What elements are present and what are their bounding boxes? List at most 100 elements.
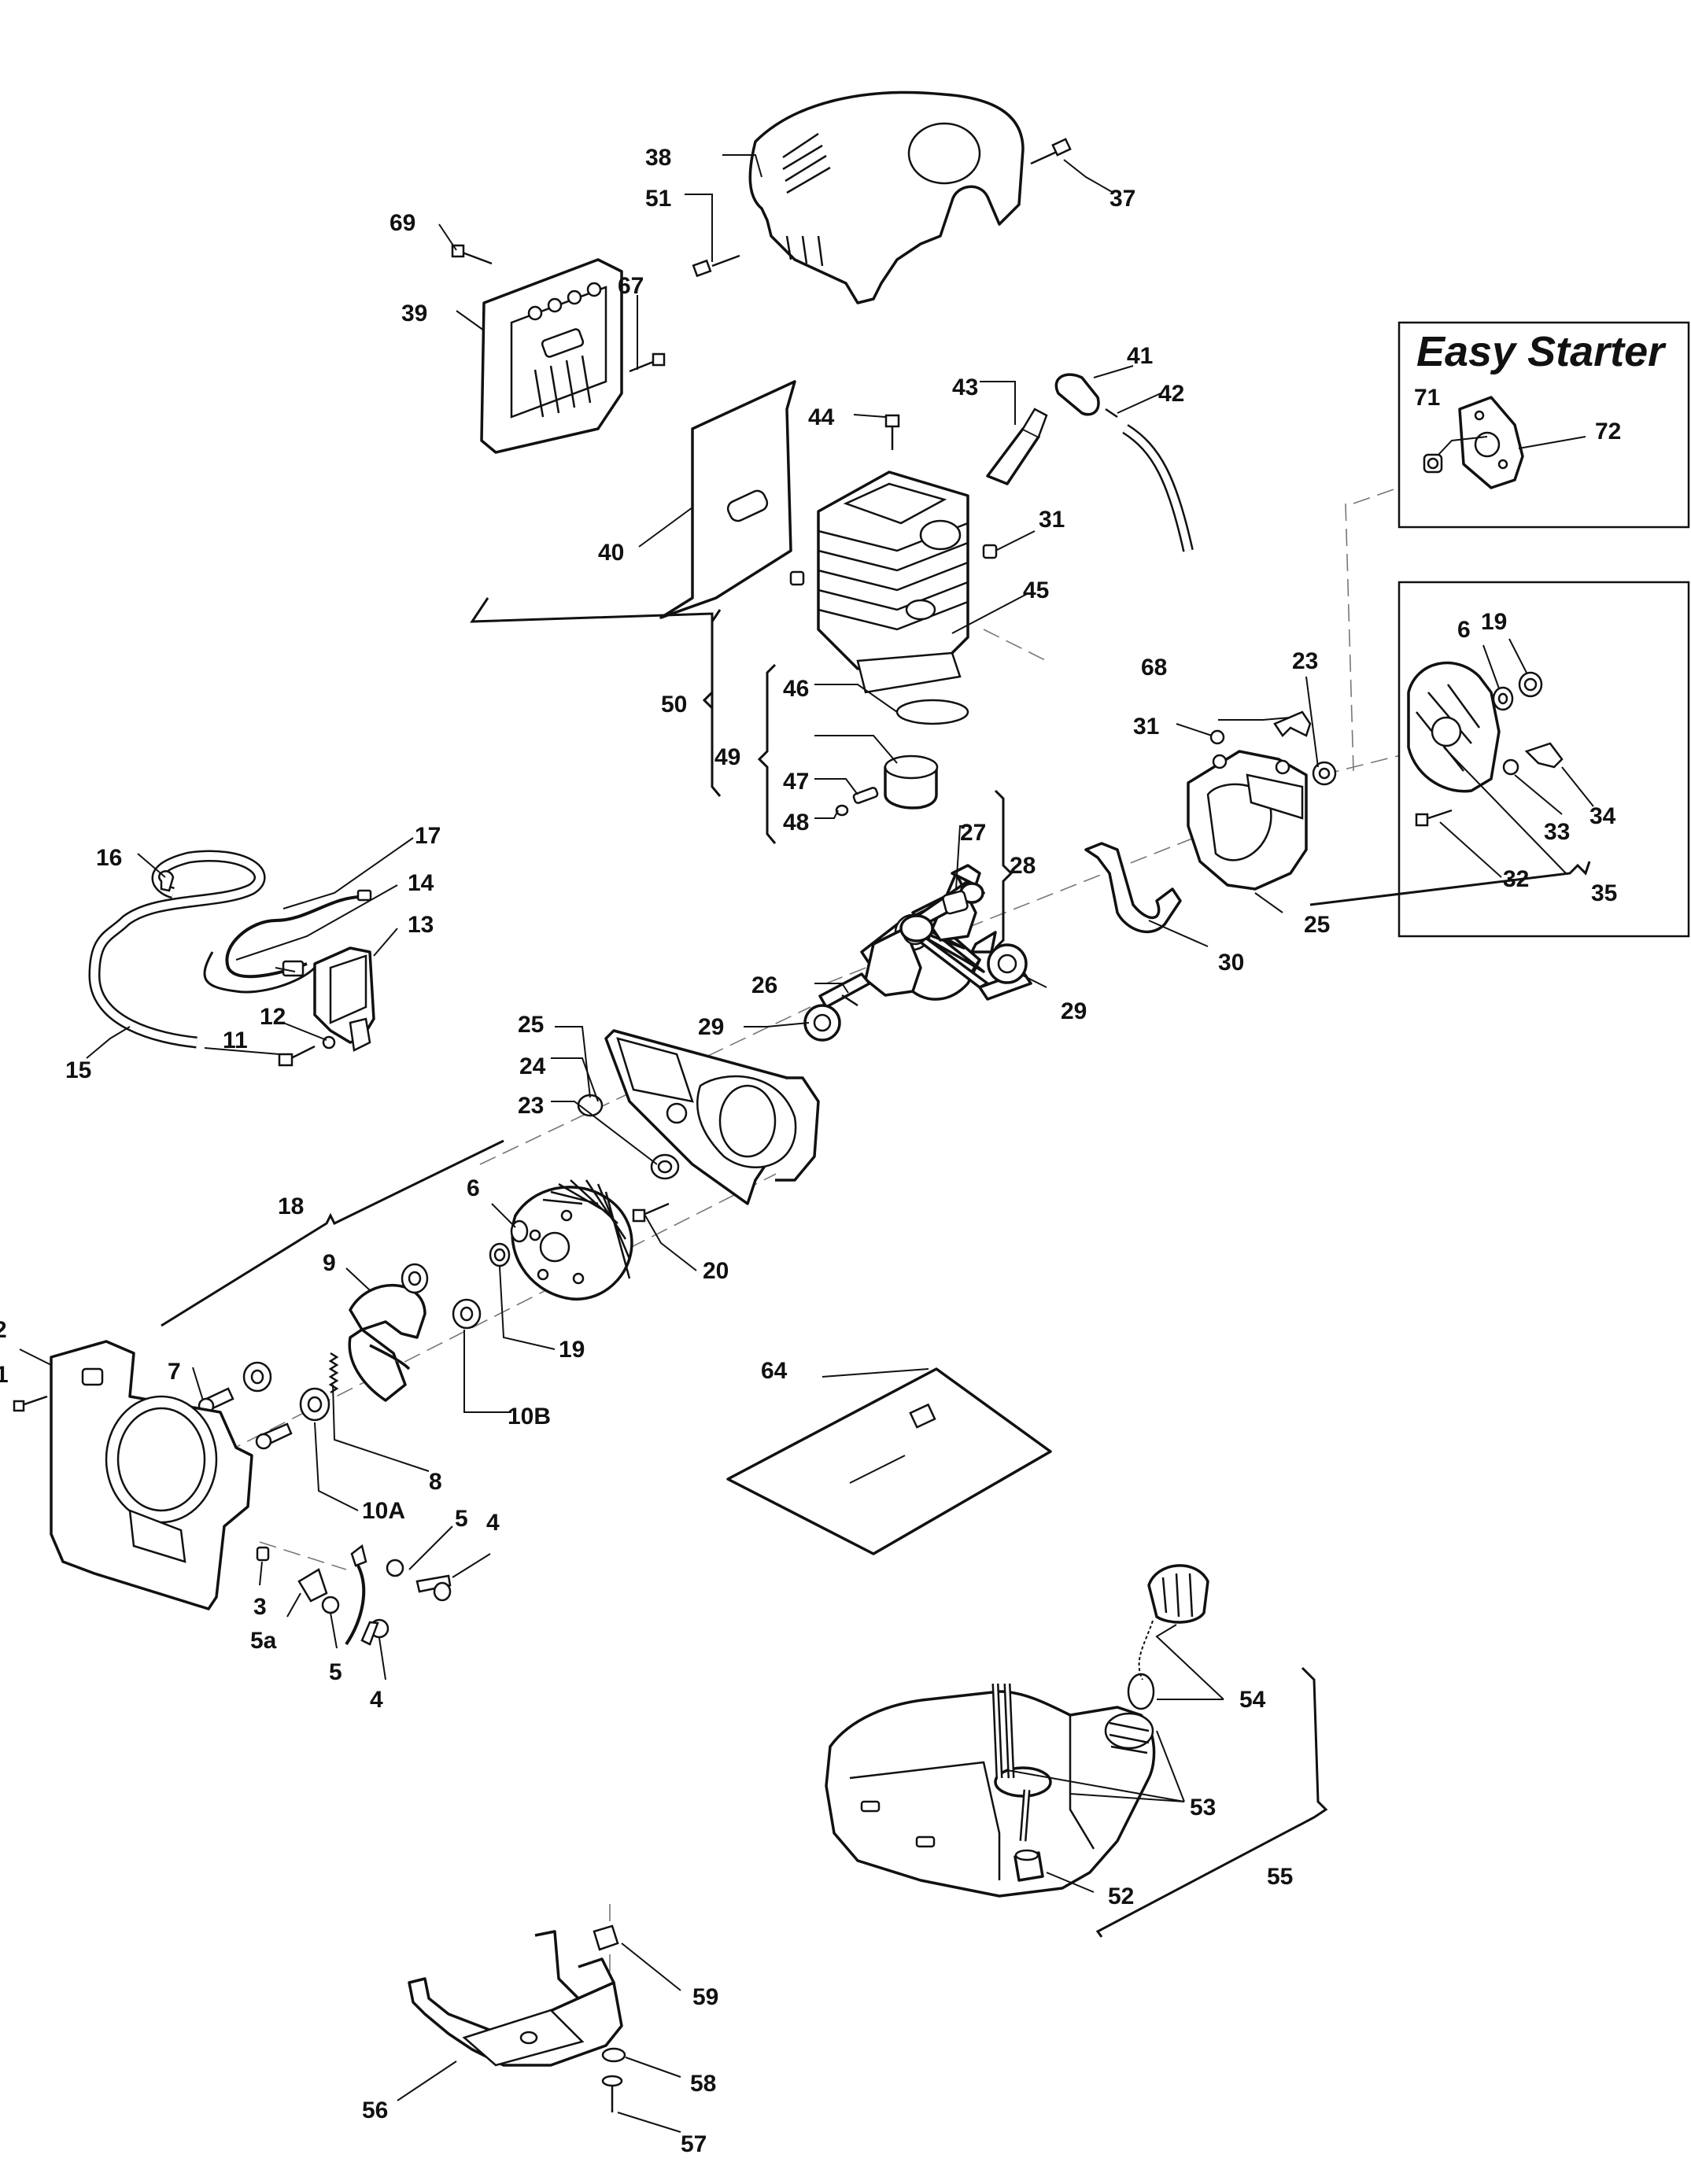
nut-part-3	[256, 1546, 270, 1562]
washer-part-10b	[452, 1298, 482, 1330]
washer-part-6-left	[510, 1219, 529, 1243]
crankcase-part-25-left	[604, 1029, 820, 1205]
label-28: 28	[1010, 853, 1036, 879]
washer-part-58	[601, 2047, 626, 2063]
label-11: 11	[223, 1027, 248, 1053]
bolt-part-4-lower	[360, 1618, 390, 1646]
nut-part-19-right	[1518, 671, 1543, 698]
label-5a: 5	[455, 1506, 468, 1532]
label-25a: 25	[518, 1012, 544, 1038]
screw-part-44	[884, 414, 900, 450]
label-4a: 4	[486, 1510, 500, 1536]
label-2: 2	[0, 1317, 7, 1343]
label-12: 12	[260, 1004, 286, 1030]
bracket-part-30	[1084, 842, 1182, 934]
label-29b: 29	[1061, 998, 1087, 1024]
label-54: 54	[1239, 1687, 1266, 1713]
washer-part-33	[1502, 758, 1519, 776]
label-47: 47	[783, 769, 809, 795]
screw-part-51	[692, 254, 740, 278]
needle-bearing-part-27	[942, 890, 969, 915]
flywheel-part-18	[511, 1179, 633, 1300]
label-40: 40	[598, 540, 624, 566]
label-53: 53	[1190, 1795, 1216, 1821]
screw-part-1	[13, 1395, 48, 1412]
label-9: 9	[323, 1250, 336, 1276]
label-67: 67	[618, 273, 644, 299]
bracket-part-5a	[297, 1568, 328, 1603]
label-24: 24	[519, 1053, 546, 1079]
label-32: 32	[1503, 866, 1529, 892]
bearing-part-29-right	[987, 943, 1028, 984]
label-20: 20	[703, 1258, 729, 1284]
pulley-part-35	[1407, 661, 1501, 793]
spark-plug-part-43	[986, 408, 1048, 485]
label-38: 38	[645, 145, 671, 171]
label-8: 8	[429, 1469, 442, 1495]
washer-part-5-upper	[386, 1559, 404, 1577]
label-13: 13	[408, 912, 434, 938]
muffler-part-39	[480, 258, 623, 454]
label-19a: 19	[559, 1337, 585, 1363]
assembly-axes	[157, 475, 1433, 2014]
label-31b: 31	[1133, 714, 1159, 740]
easy-starter-inset-bottom	[1397, 581, 1690, 938]
label-69: 69	[390, 210, 415, 236]
braces	[161, 597, 1591, 1938]
starter-housing-part-25-right	[1187, 750, 1308, 891]
wire-part-14-17	[203, 889, 372, 994]
label-14: 14	[408, 870, 434, 896]
label-1: 1	[0, 1362, 9, 1388]
label-7: 7	[168, 1359, 181, 1385]
label-18: 18	[278, 1193, 304, 1219]
label-27: 27	[960, 820, 986, 846]
label-55: 55	[1267, 1864, 1293, 1890]
label-71: 71	[1414, 385, 1440, 411]
label-44: 44	[808, 404, 835, 430]
screw-part-11	[278, 1045, 316, 1067]
bolt-part-10a-lower	[255, 1422, 293, 1450]
label-59: 59	[692, 1984, 718, 2010]
label-72: 72	[1595, 419, 1621, 445]
bearing-part-29-left	[803, 1004, 841, 1042]
label-35: 35	[1591, 880, 1617, 906]
label-6b: 6	[1457, 617, 1471, 643]
washer-part-10a	[299, 1387, 330, 1422]
label-46: 46	[783, 676, 809, 702]
washer-part-23-right	[1312, 761, 1337, 786]
inset-title: Easy Starter	[1416, 328, 1667, 375]
ring-part-24	[650, 1153, 680, 1180]
label-52: 52	[1108, 1883, 1134, 1909]
label-17: 17	[415, 823, 441, 849]
ground-wire	[345, 1544, 367, 1646]
label-4b: 4	[370, 1687, 383, 1713]
leader-lines	[19, 154, 1594, 2133]
screw-part-20	[632, 1202, 670, 1223]
engine-cover-part-38	[748, 90, 1025, 304]
nut-part-19-left	[489, 1242, 511, 1267]
label-23b: 23	[1292, 648, 1318, 674]
label-34: 34	[1589, 803, 1616, 829]
label-64: 64	[761, 1358, 788, 1384]
screw-part-69	[451, 244, 493, 265]
label-56: 56	[362, 2097, 388, 2123]
label-57: 57	[681, 2131, 707, 2157]
label-45: 45	[1023, 577, 1049, 603]
label-43: 43	[952, 374, 978, 400]
label-49: 49	[714, 744, 740, 770]
fuel-tank-part-55	[825, 1690, 1156, 1898]
nut-part-31-right	[1209, 729, 1225, 745]
label-5b: 5	[329, 1659, 342, 1685]
ignition-coil-part-13	[313, 946, 375, 1052]
label-51: 51	[645, 186, 671, 212]
label-41: 41	[1127, 343, 1153, 369]
label-33: 33	[1544, 819, 1570, 845]
clutch-shoe-part-9	[348, 1283, 426, 1402]
label-10a: 10A	[362, 1498, 405, 1524]
label-50: 50	[661, 692, 687, 718]
easy-starter-inset-top: Easy Starter	[1397, 321, 1690, 529]
skid-plate-part-56	[408, 1930, 623, 2067]
label-23a: 23	[518, 1093, 544, 1119]
label-29a: 29	[698, 1014, 724, 1040]
